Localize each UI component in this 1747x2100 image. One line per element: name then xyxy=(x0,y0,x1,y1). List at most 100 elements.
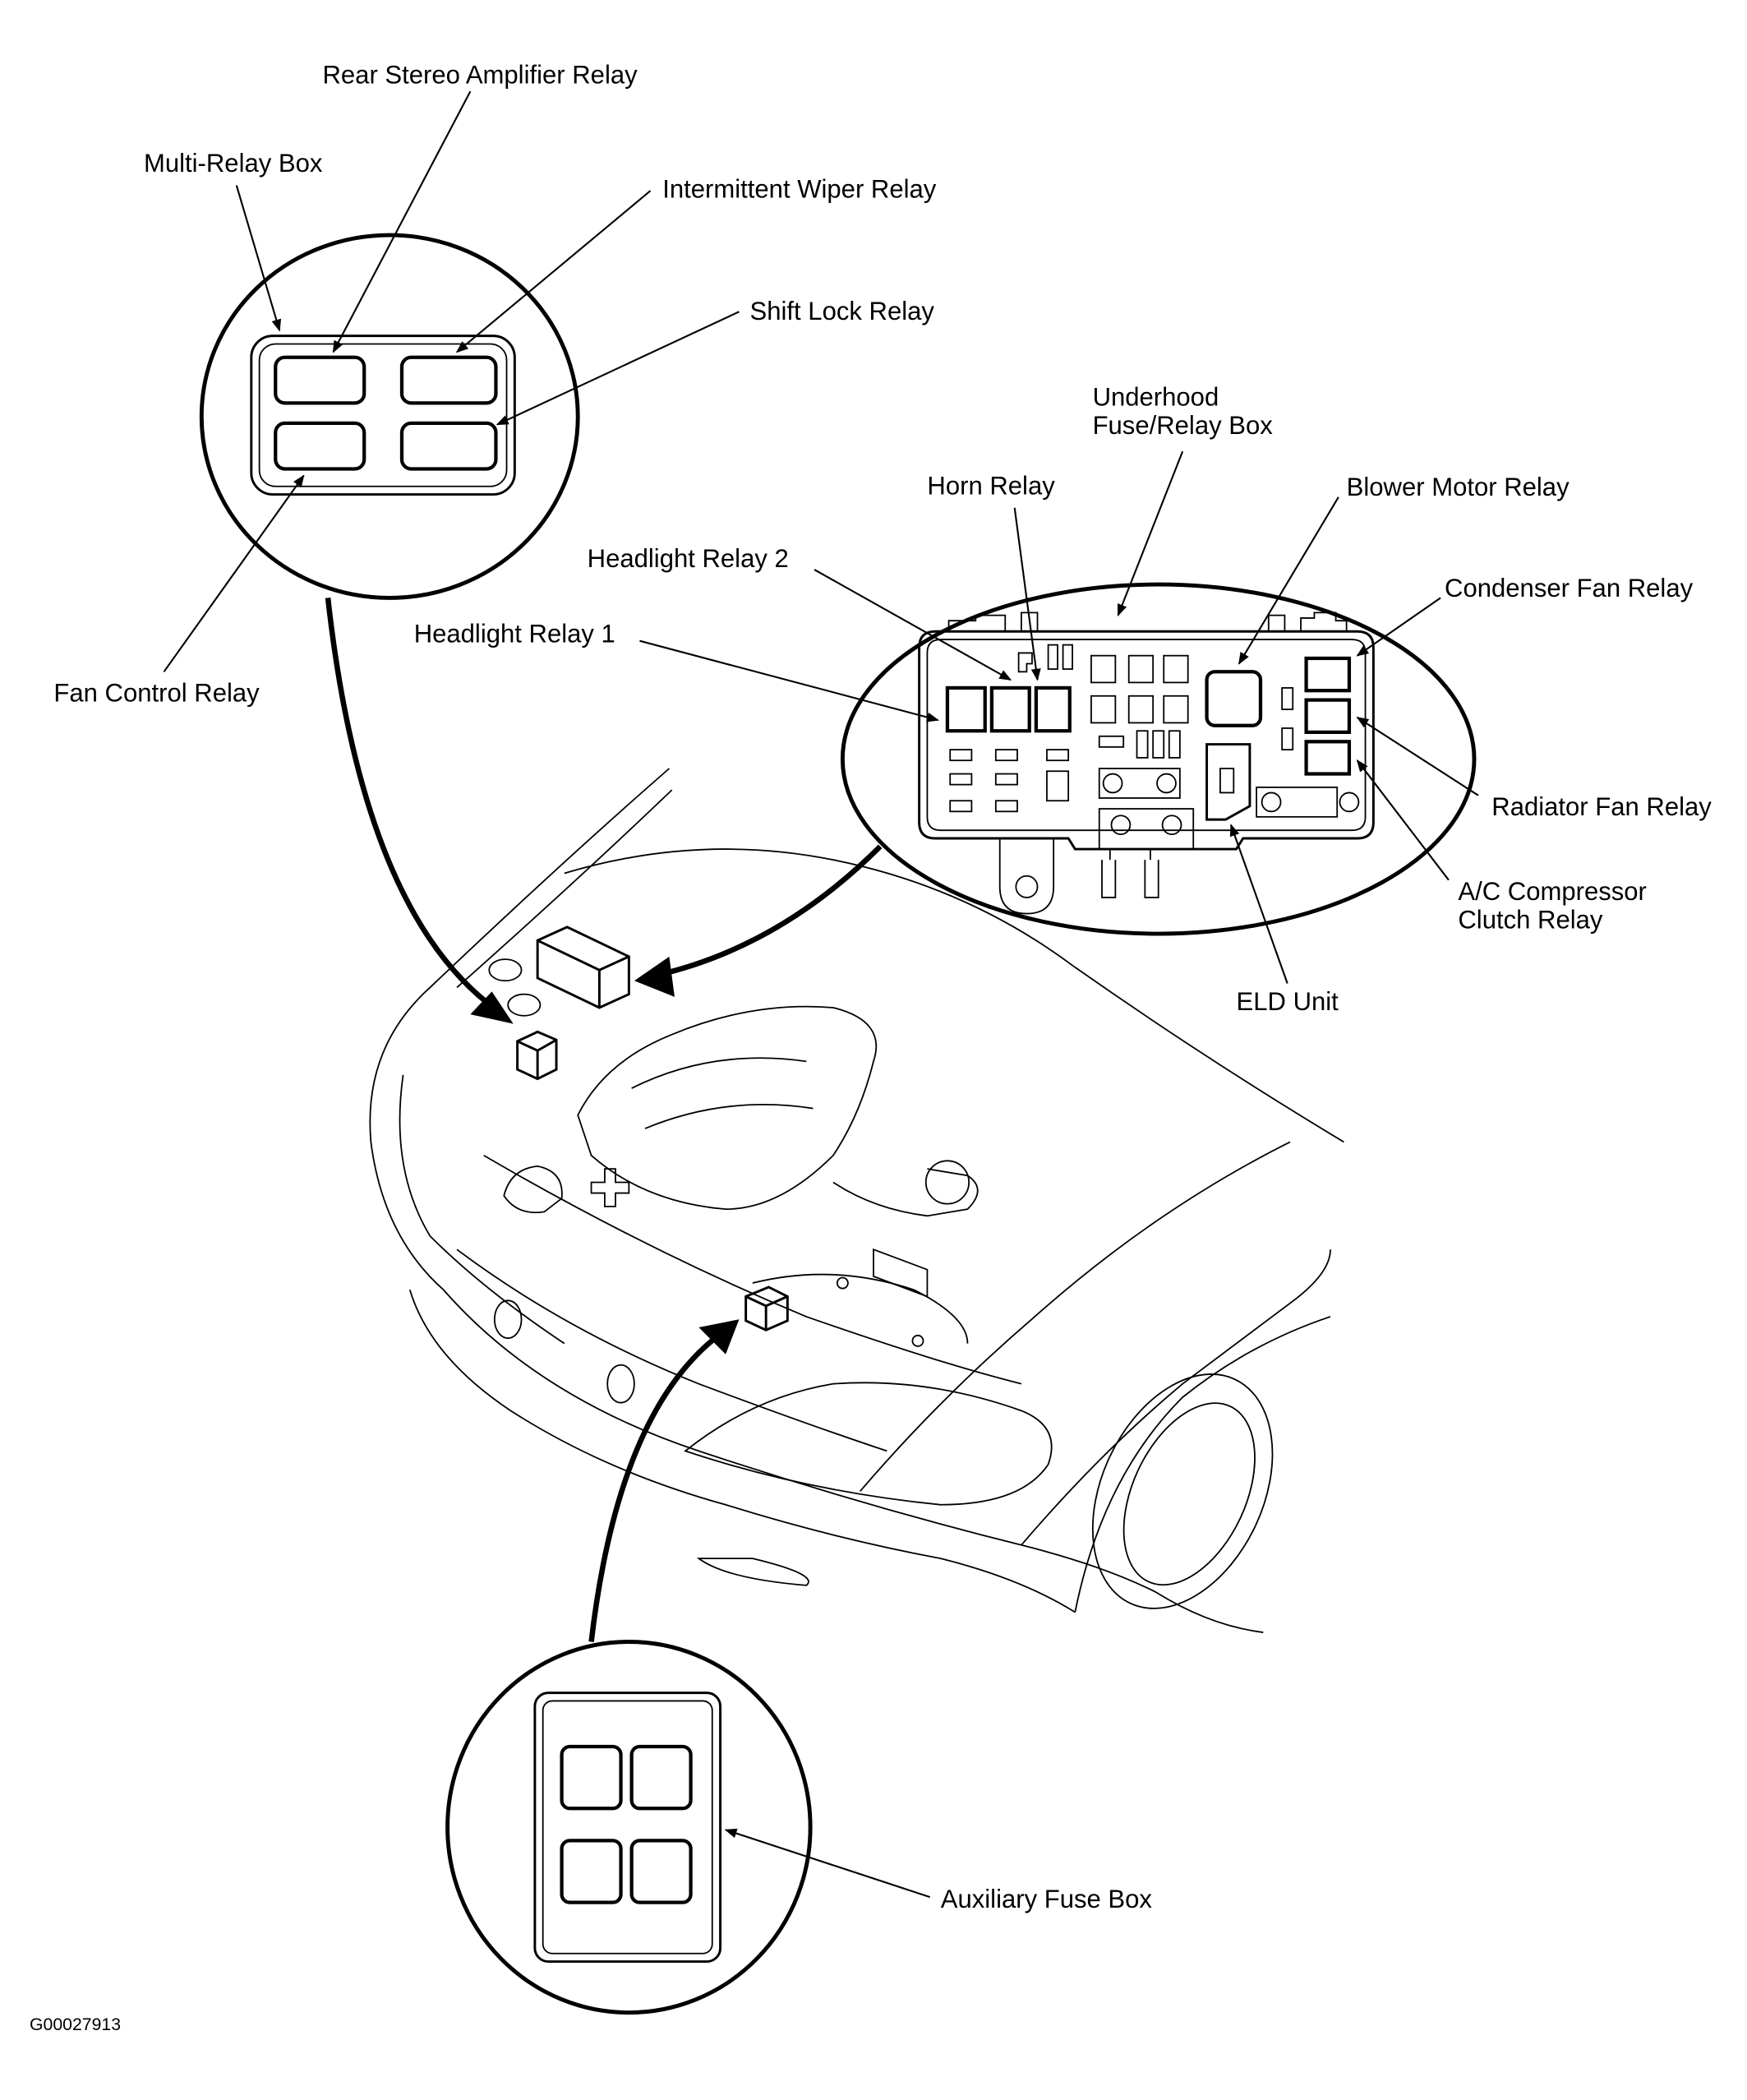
aux-box-inner xyxy=(542,1700,713,1955)
fuse-slot xyxy=(1152,730,1165,759)
mounting-hole xyxy=(1015,875,1039,898)
arrow-to-multi-relay xyxy=(325,598,500,1013)
figure-id: G00027913 xyxy=(30,2015,121,2034)
underhood-callout-ellipse xyxy=(840,582,1477,936)
label-auxiliary-fuse-box: Auxiliary Fuse Box xyxy=(941,1885,1153,1913)
fuse-bolt xyxy=(1156,773,1177,794)
arrow-to-underhood-box xyxy=(655,844,883,978)
relay-horn xyxy=(1034,685,1072,733)
eld-connector xyxy=(1219,768,1235,794)
leader-multi-relay-box xyxy=(235,185,282,332)
fuse-bolt xyxy=(1339,792,1360,813)
relay-headlight-1 xyxy=(945,685,987,733)
fuse-slot xyxy=(1127,695,1155,724)
multi-relay-box-inner xyxy=(258,343,508,487)
reservoir xyxy=(503,1165,563,1214)
relay-radiator-fan xyxy=(1304,698,1352,734)
multi-relay-location-box xyxy=(516,1030,558,1081)
leader-condenser-fan xyxy=(1356,597,1441,657)
terminal-legs xyxy=(1101,849,1159,898)
arrow-head-multi-relay xyxy=(470,991,514,1024)
label-ac-compressor-line1: A/C Compressor xyxy=(1458,877,1647,906)
relay-headlight-2 xyxy=(989,685,1031,733)
multi-relay-callout-circle xyxy=(199,233,580,600)
relay-fan-control xyxy=(274,421,366,471)
grille-line xyxy=(456,1248,887,1452)
aux-box-outer xyxy=(533,1692,722,1964)
wheel-arch xyxy=(1074,1316,1331,1613)
box-top-tabs xyxy=(947,612,1348,632)
intake-pipe xyxy=(832,1168,979,1217)
terminal-bolt xyxy=(1110,815,1132,835)
relay-ac-compressor-clutch xyxy=(1304,740,1352,776)
relay-blower-motor xyxy=(1205,670,1263,727)
aux-fuse-bottom-right xyxy=(629,1839,693,1904)
bolt xyxy=(836,1276,849,1290)
label-shift-lock-relay: Shift Lock Relay xyxy=(750,297,935,325)
label-blower-motor-relay: Blower Motor Relay xyxy=(1347,473,1570,501)
aux-fuse-bottom-left xyxy=(560,1839,623,1904)
mini-fuse-b xyxy=(1062,644,1073,670)
engine-cap xyxy=(924,1160,970,1205)
fuse-slot xyxy=(1090,695,1117,724)
label-headlight-relay-2: Headlight Relay 2 xyxy=(588,544,789,573)
terminal-block xyxy=(1098,808,1195,850)
fuse-small xyxy=(994,773,1018,786)
multi-relay-box-callout: Rear Stereo Amplifier Relay Multi-Relay … xyxy=(53,60,936,707)
auxiliary-fuse-box-callout: Auxiliary Fuse Box xyxy=(445,1640,1153,2015)
relay-condenser-fan xyxy=(1304,656,1352,693)
front-fascia xyxy=(369,986,1264,1633)
label-headlight-relay-1: Headlight Relay 1 xyxy=(414,619,615,648)
fluid-cap xyxy=(507,993,542,1017)
leader-headlight-relay-1 xyxy=(639,639,939,722)
label-underhood-line2: Fuse/Relay Box xyxy=(1093,411,1274,440)
bolt xyxy=(911,1334,924,1347)
label-fan-control-relay: Fan Control Relay xyxy=(53,678,260,707)
underhood-box-callout: Underhood Fuse/Relay Box Horn Relay Head… xyxy=(414,383,1712,1017)
front-wheel xyxy=(1091,1373,1274,1609)
leader-headlight-relay-2 xyxy=(814,569,1012,681)
fuse-slot xyxy=(1098,735,1125,748)
label-condenser-fan-relay: Condenser Fan Relay xyxy=(1445,574,1694,602)
fuse-small-v xyxy=(1281,687,1294,710)
leader-blower-motor xyxy=(1238,496,1339,665)
strut-tower xyxy=(752,1273,969,1344)
underhood-box-location xyxy=(536,925,630,1009)
hood-edge xyxy=(564,848,1344,1143)
leader-radiator-fan xyxy=(1356,716,1479,796)
arrow-to-aux-fuse-box xyxy=(588,1332,722,1642)
fuse-slot xyxy=(1168,730,1181,759)
fog-light-right xyxy=(606,1364,635,1404)
label-rear-stereo-amplifier-relay: Rear Stereo Amplifier Relay xyxy=(322,60,638,89)
label-ac-compressor-line2: Clutch Relay xyxy=(1458,906,1603,935)
label-radiator-fan-relay: Radiator Fan Relay xyxy=(1491,792,1712,821)
aux-fuse-top-left xyxy=(560,1744,623,1811)
fuse-small xyxy=(949,800,973,813)
underhood-box-outline xyxy=(918,630,1375,851)
relay-intermittent-wiper xyxy=(399,355,498,405)
fuse-slot xyxy=(1090,654,1117,684)
windshield-edge xyxy=(859,1141,1291,1493)
fuse-bolt xyxy=(1102,773,1123,794)
aux-fuse-box-location xyxy=(744,1285,789,1332)
eld-unit xyxy=(1205,743,1251,821)
aux-fuse-top-right xyxy=(629,1744,693,1811)
fluid-cap xyxy=(488,958,523,982)
hood-outline xyxy=(429,768,673,989)
label-multi-relay-box: Multi-Relay Box xyxy=(144,149,323,178)
fuse-small xyxy=(949,773,973,786)
bumper-lower xyxy=(408,1289,1076,1613)
fuse-small xyxy=(994,749,1018,762)
fuse-slot xyxy=(1127,654,1155,684)
fuse-bolt xyxy=(1261,792,1282,813)
fuse-slot xyxy=(1163,695,1189,724)
terminal-bolt xyxy=(1161,815,1182,835)
leader-aux-fuse-box xyxy=(724,1828,931,1899)
engine-cover-ridge xyxy=(631,1057,814,1129)
right-fender xyxy=(1021,1249,1331,1546)
radiator-support xyxy=(483,1154,1022,1385)
lower-intake xyxy=(696,1558,809,1586)
cross-cap xyxy=(590,1168,630,1207)
fuse-small xyxy=(994,800,1018,813)
